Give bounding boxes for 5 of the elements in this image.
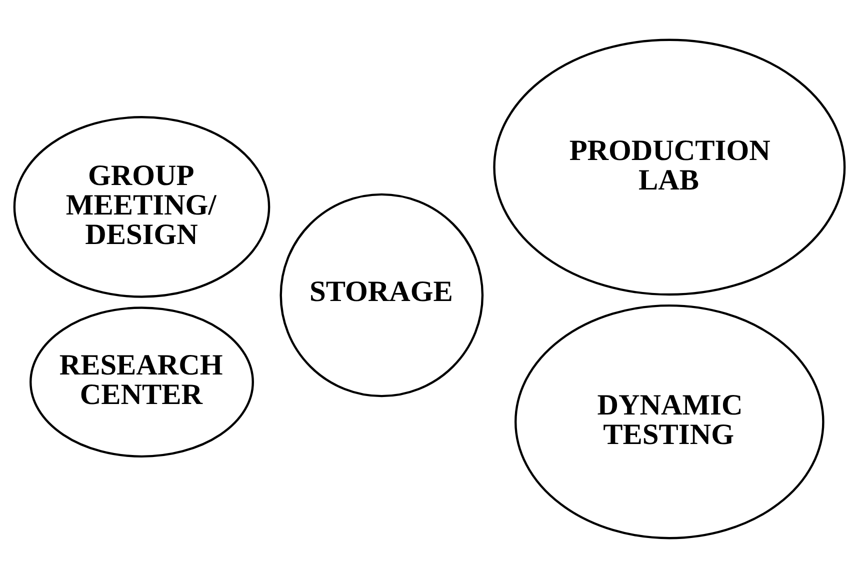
node-ellipse: GROUP MEETING/ DESIGN <box>13 116 270 298</box>
node-ellipse: DYNAMIC TESTING <box>514 304 824 539</box>
node-ellipse: RESEARCH CENTER <box>30 306 254 458</box>
node-circle: STORAGE <box>280 192 484 397</box>
node-ellipse: PRODUCTION LAB <box>493 38 846 296</box>
